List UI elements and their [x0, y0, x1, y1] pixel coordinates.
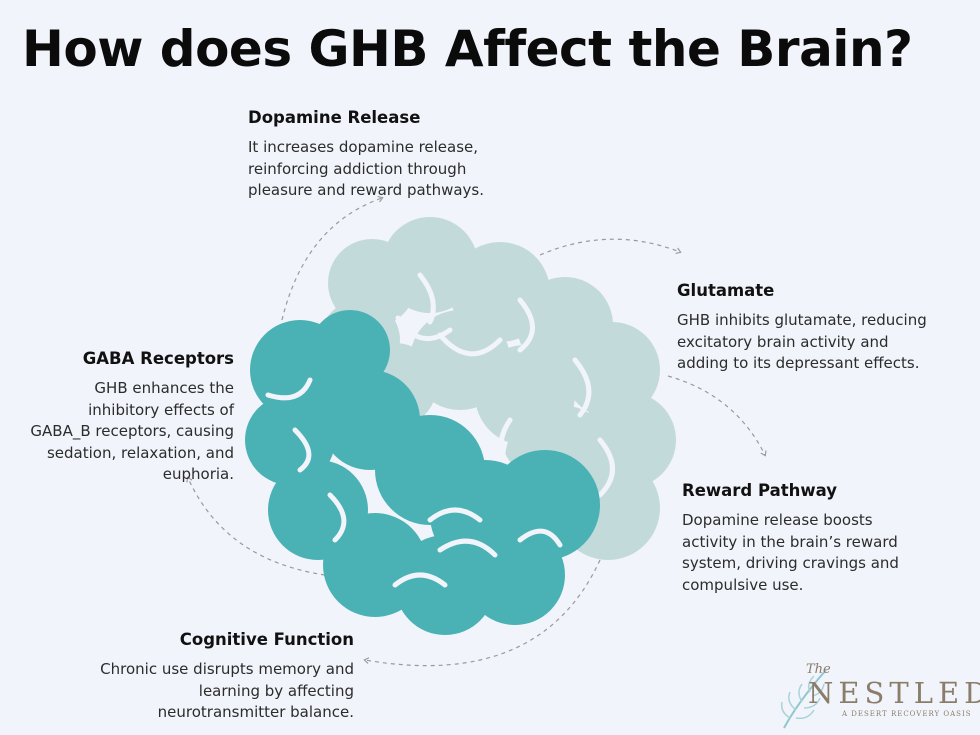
- gaba-receptors-heading: GABA Receptors: [82, 349, 234, 368]
- dopamine-release-heading: Dopamine Release: [248, 108, 421, 127]
- logo-the-text: The: [806, 662, 831, 677]
- gaba-receptors-text: GHB enhances the inhibitory effects of G…: [30, 379, 234, 483]
- feather-icon: [780, 669, 827, 729]
- cognitive-function-heading: Cognitive Function: [179, 630, 354, 649]
- arrow-cognitive-to-gaba: [186, 476, 326, 576]
- dopamine-release-text: It increases dopamine release, reinforci…: [248, 138, 484, 199]
- logo-name-text: NESTLED: [808, 676, 980, 710]
- reward-pathway-text: Dopamine release boosts activity in the …: [682, 511, 899, 594]
- gaba-receptors-section: GABA Receptors GHB enhances the inhibito…: [0, 349, 234, 486]
- arrow-glutamate-to-reward: [667, 375, 767, 457]
- nestled-logo: The NESTLED A DESERT RECOVERY OASIS: [776, 662, 980, 732]
- logo-tagline: A DESERT RECOVERY OASIS: [842, 710, 972, 718]
- reward-pathway-section: Reward Pathway Dopamine release boosts a…: [682, 481, 972, 596]
- page-title: How does GHB Affect the Brain?: [22, 20, 913, 78]
- brain-dark-folds: [265, 377, 563, 588]
- cognitive-function-section: Cognitive Function Chronic use disrupts …: [40, 630, 354, 724]
- glutamate-text: GHB inhibits glutamate, reducing excitat…: [677, 311, 927, 372]
- reward-pathway-heading: Reward Pathway: [682, 481, 838, 500]
- cognitive-function-text: Chronic use disrupts memory and learning…: [100, 660, 354, 721]
- glutamate-section: Glutamate GHB inhibits glutamate, reduci…: [677, 281, 972, 375]
- brain-light-folds: [395, 272, 615, 498]
- glutamate-heading: Glutamate: [677, 281, 775, 300]
- brain-dark-half: [245, 310, 600, 635]
- arrow-reward-to-cognitive: [363, 559, 601, 667]
- arrow-gaba-to-dopamine: [281, 195, 384, 321]
- dopamine-release-section: Dopamine Release It increases dopamine r…: [248, 108, 578, 202]
- arrow-dopamine-to-glutamate: [539, 238, 682, 256]
- cycle-arrows: [186, 195, 767, 667]
